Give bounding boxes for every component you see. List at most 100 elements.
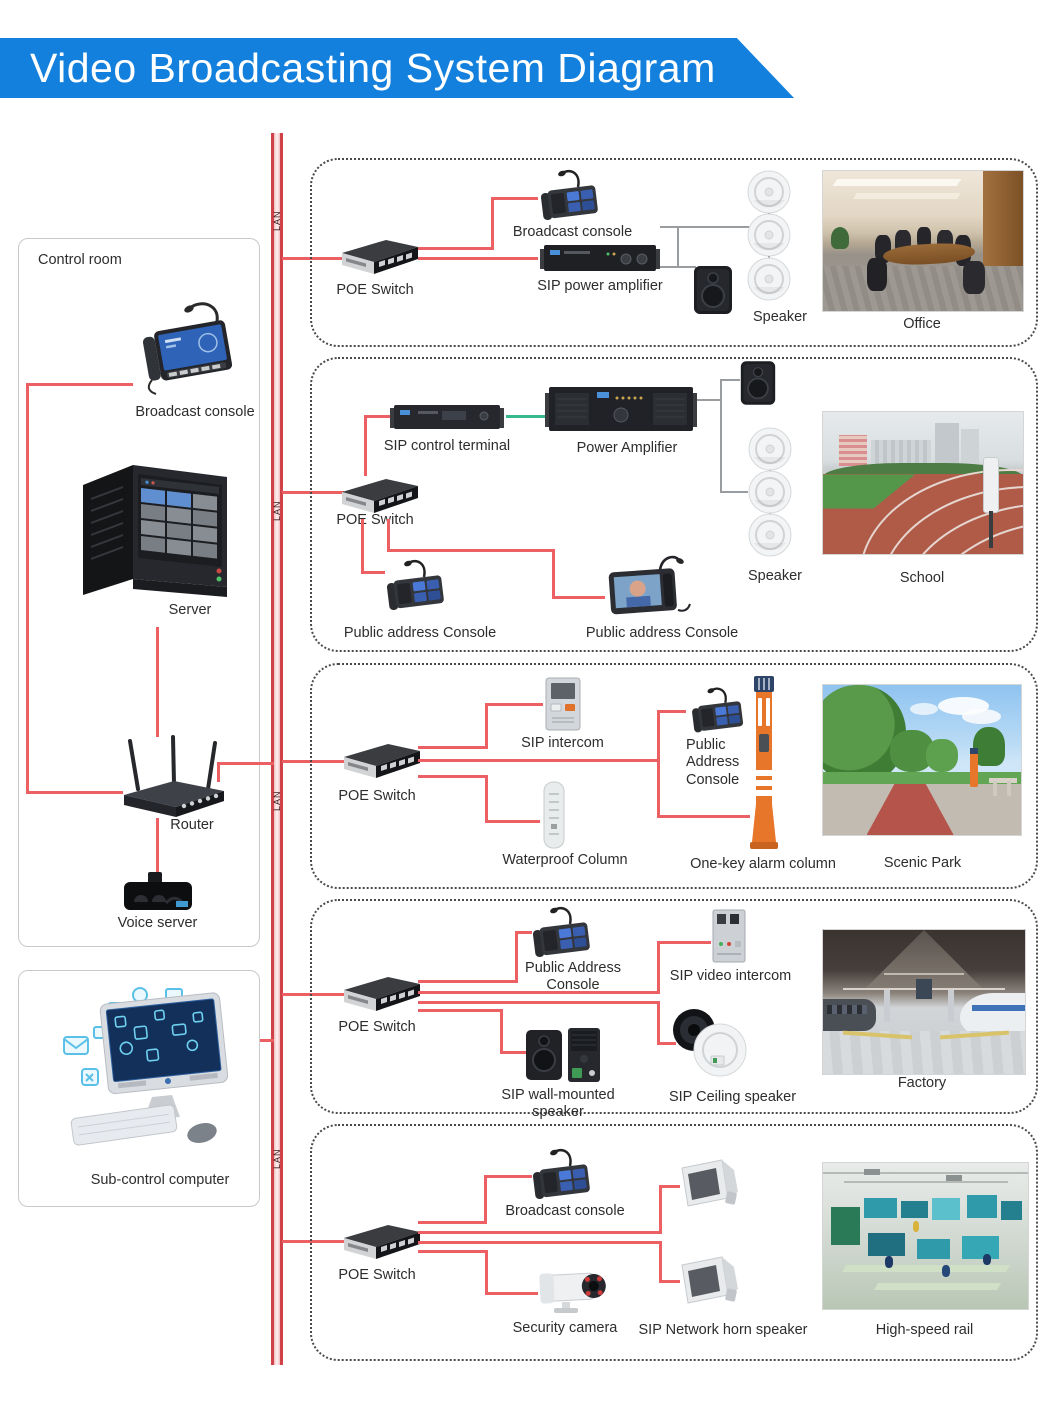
connector-line [418, 746, 488, 749]
ceiling-speaker-icon [748, 513, 792, 557]
sub-control-computer-icon [63, 987, 229, 1146]
connector-line [418, 1001, 660, 1004]
power-amplifier-icon [545, 387, 697, 431]
title-banner: Video Broadcasting System Diagram [0, 38, 794, 98]
school-caption: School [899, 570, 945, 586]
sub-control-label: Sub-control computer [90, 1172, 230, 1188]
lan-label: LAN [272, 790, 282, 812]
router-icon [124, 735, 224, 817]
horn-speaker-icon [681, 1256, 738, 1304]
sip-wall-mounted-speaker-icon [526, 1028, 600, 1082]
connector-line [364, 415, 367, 476]
wall-speaker-icon [694, 266, 732, 314]
connector-line [26, 383, 133, 386]
public-address-console-label: Public Address Console [686, 737, 740, 788]
office-photo [822, 170, 1024, 312]
connector-line [361, 519, 364, 574]
connector-line [491, 197, 538, 200]
connector-line [659, 1185, 680, 1188]
poe-switch-icon [342, 240, 418, 274]
poe-switch-icon [344, 744, 420, 778]
speaker-wire [720, 379, 722, 493]
speaker-label: Speaker [752, 309, 807, 325]
broadcast-console-icon [540, 169, 598, 220]
waterproof-column-icon [543, 781, 565, 849]
connector-line [26, 791, 123, 794]
power-amplifier-label: Power Amplifier [576, 440, 678, 456]
connector-line [659, 1185, 662, 1234]
connector-line [418, 1250, 488, 1253]
connector-line [657, 710, 660, 818]
sip-power-amplifier-icon [540, 245, 660, 271]
connector-line [156, 818, 159, 875]
poe-switch-icon [344, 1225, 420, 1259]
poe-switch-icon [344, 977, 420, 1011]
connector-line [282, 491, 344, 494]
scenic-park-section-box [310, 663, 1038, 889]
sip-video-intercom-label: SIP video intercom [669, 968, 792, 984]
ceiling-speaker-icon [747, 213, 791, 257]
sip-intercom-icon [545, 677, 581, 731]
connector-line [387, 519, 390, 552]
factory-photo [822, 929, 1026, 1075]
connector-line [217, 762, 274, 765]
broadcast-console-icon [532, 1148, 590, 1199]
connector-line [282, 257, 344, 260]
horn-speaker-label: SIP Network horn speaker [638, 1322, 808, 1338]
connector-line [26, 383, 29, 794]
connector-line [500, 1051, 526, 1054]
connector-line [418, 1231, 662, 1234]
connector-line [361, 571, 385, 574]
connector-line [156, 627, 159, 737]
sip-control-terminal-label: SIP control terminal [383, 438, 511, 454]
connector-line [418, 1241, 662, 1244]
school-section-box [310, 357, 1038, 652]
broadcast-console-label: Broadcast console [505, 1203, 625, 1219]
connector-line [552, 596, 605, 599]
one-key-alarm-column-label: One-key alarm column [690, 856, 836, 872]
sip-ceiling-speaker-label: SIP Ceiling speaker [668, 1089, 797, 1105]
connector-line [657, 941, 660, 994]
speaker-wire [720, 491, 748, 493]
speaker-wire [660, 226, 750, 228]
poe-switch-label: POE Switch [338, 1019, 416, 1035]
broadcast-console-icon [142, 302, 233, 395]
connector-line [485, 775, 488, 823]
connector-line [500, 1009, 503, 1054]
server-label: Server [168, 602, 212, 618]
poe-switch-icon [342, 479, 418, 513]
connector-line [418, 257, 538, 260]
connector-line [282, 993, 344, 996]
broadcast-console-label: Broadcast console [135, 404, 255, 420]
connector-line [217, 762, 220, 782]
sip-video-intercom-icon [712, 909, 746, 963]
connector-line [418, 1221, 487, 1224]
connector-line [657, 710, 686, 713]
scenic-park-caption: Scenic Park [883, 855, 962, 871]
connector-line [657, 815, 750, 818]
connector-line [418, 775, 488, 778]
connector-line [282, 1240, 344, 1243]
poe-switch-label: POE Switch [336, 512, 414, 528]
speaker-wire [697, 399, 722, 401]
voice-server-icon [124, 872, 192, 910]
connector-line [657, 1042, 676, 1045]
connector-line [484, 1175, 532, 1178]
horn-speaker-icon [681, 1159, 738, 1207]
poe-switch-label: POE Switch [338, 1267, 416, 1283]
poe-switch-label: POE Switch [336, 282, 414, 298]
lan-label: LAN [272, 500, 282, 522]
lan-label: LAN [272, 1148, 282, 1170]
speaker-wire [677, 226, 679, 268]
lan-trunk-line [271, 133, 283, 1365]
sip-control-terminal-icon [390, 405, 504, 429]
security-camera-label: Security camera [512, 1320, 618, 1336]
sip-wall-mounted-speaker-label: SIP wall-mounted speaker [501, 1087, 615, 1121]
sip-ceiling-speaker-icon [673, 1009, 747, 1077]
factory-caption: Factory [897, 1075, 947, 1091]
connector-line [484, 1175, 487, 1224]
connector-line [418, 759, 660, 762]
router-label: Router [170, 817, 214, 833]
connector-line [418, 991, 660, 994]
